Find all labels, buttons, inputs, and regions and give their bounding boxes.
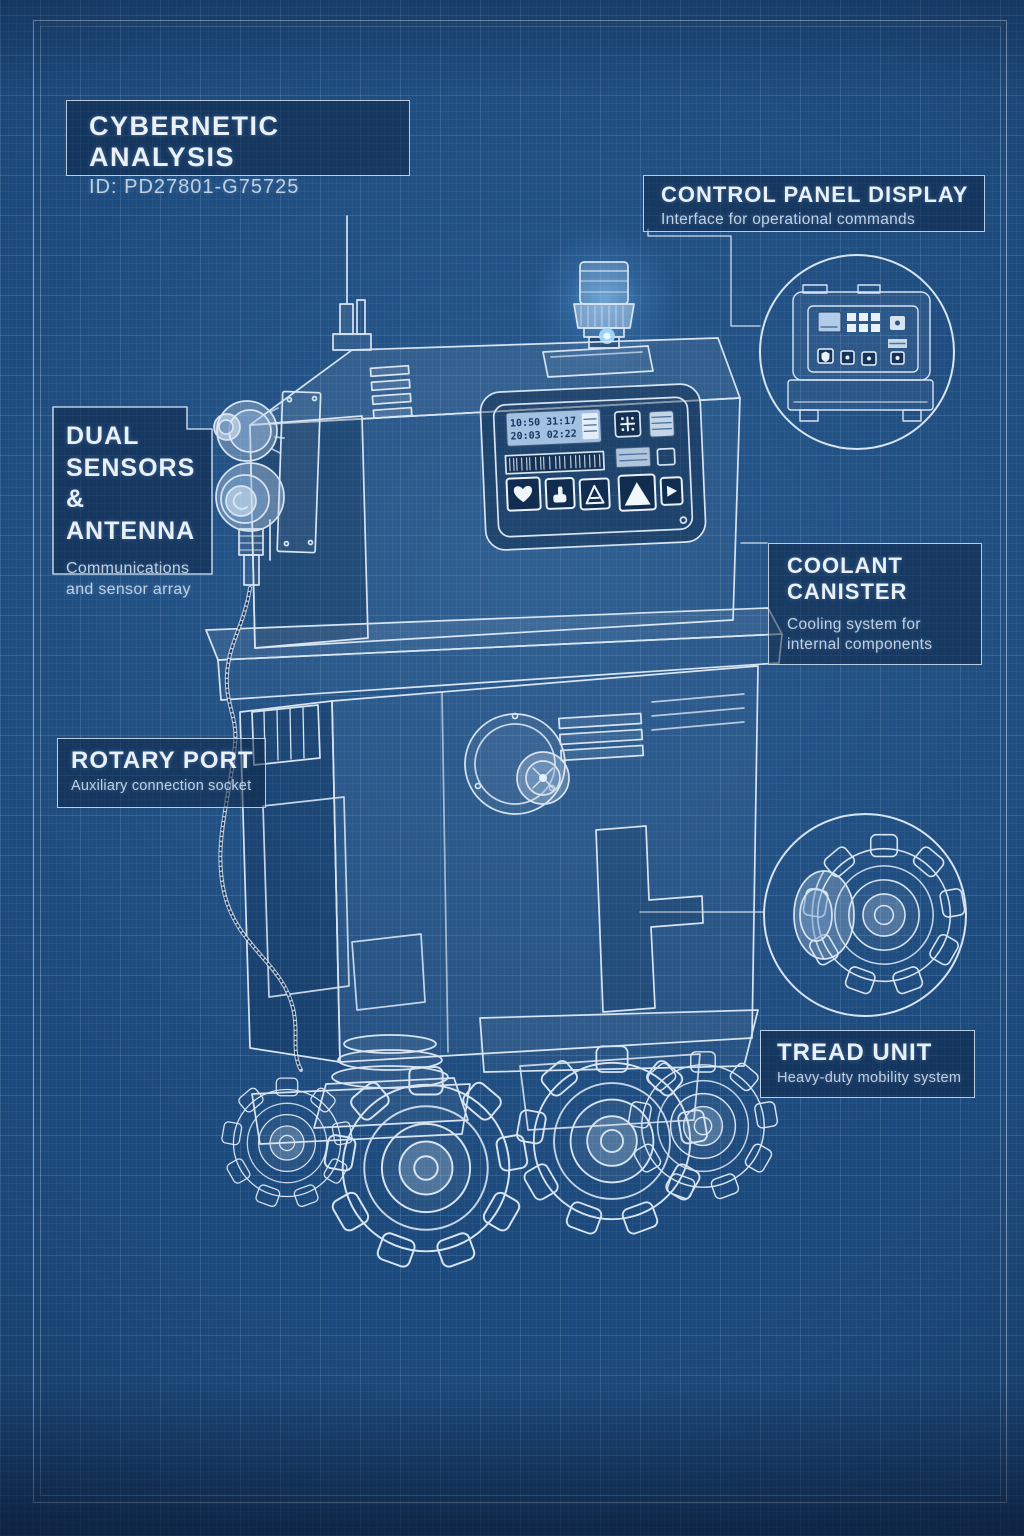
callout-subtitle: Auxiliary connection socket [71, 778, 252, 794]
page-title: CYBERNETIC ANALYSIS [89, 111, 280, 172]
wheel [220, 1077, 354, 1209]
vent-slats-horizontal [558, 712, 645, 762]
callout-subtitle: Interface for operational commands [661, 211, 916, 228]
panel-button-a [578, 477, 611, 511]
callout-tread-unit: TREAD UNIT Heavy-duty mobility system [760, 1030, 975, 1098]
callout-title: CONTROL PANEL DISPLAY [661, 182, 969, 207]
title-block: CYBERNETIC ANALYSIS ID: PD27801-G75725 [66, 100, 410, 198]
callout-coolant-canister: COOLANT CANISTER Cooling system for inte… [768, 543, 982, 665]
callout-title: DUAL SENSORS & ANTENNA [66, 422, 196, 545]
detail-circle-control-panel [759, 254, 955, 450]
tread-cog [793, 833, 967, 996]
fan-cross-icon [620, 416, 636, 432]
callout-title: ROTARY PORT [71, 747, 254, 774]
callout-subtitle: Cooling system for internal components [787, 615, 933, 653]
callout-control-panel: CONTROL PANEL DISPLAY Interface for oper… [643, 175, 985, 232]
control-panel: 10:50 31:17 20:03 02:22 [479, 383, 707, 551]
antenna-icon [332, 215, 372, 351]
callout-subtitle: Communications and sensor array [66, 560, 191, 598]
mini-control-panel [787, 284, 934, 422]
robot-lower-body [239, 665, 759, 1063]
analysis-id: ID: PD27801-G75725 [89, 176, 300, 198]
detail-circle-tread [763, 813, 967, 1017]
callout-title: COOLANT CANISTER [787, 553, 908, 605]
callout-subtitle: Heavy-duty mobility system [777, 1070, 962, 1086]
callout-rotary-port: ROTARY PORT Auxiliary connection socket [57, 738, 266, 808]
callout-title: TREAD UNIT [777, 1039, 933, 1066]
callout-dual-sensors: DUAL SENSORS & ANTENNA Communications an… [66, 421, 216, 601]
